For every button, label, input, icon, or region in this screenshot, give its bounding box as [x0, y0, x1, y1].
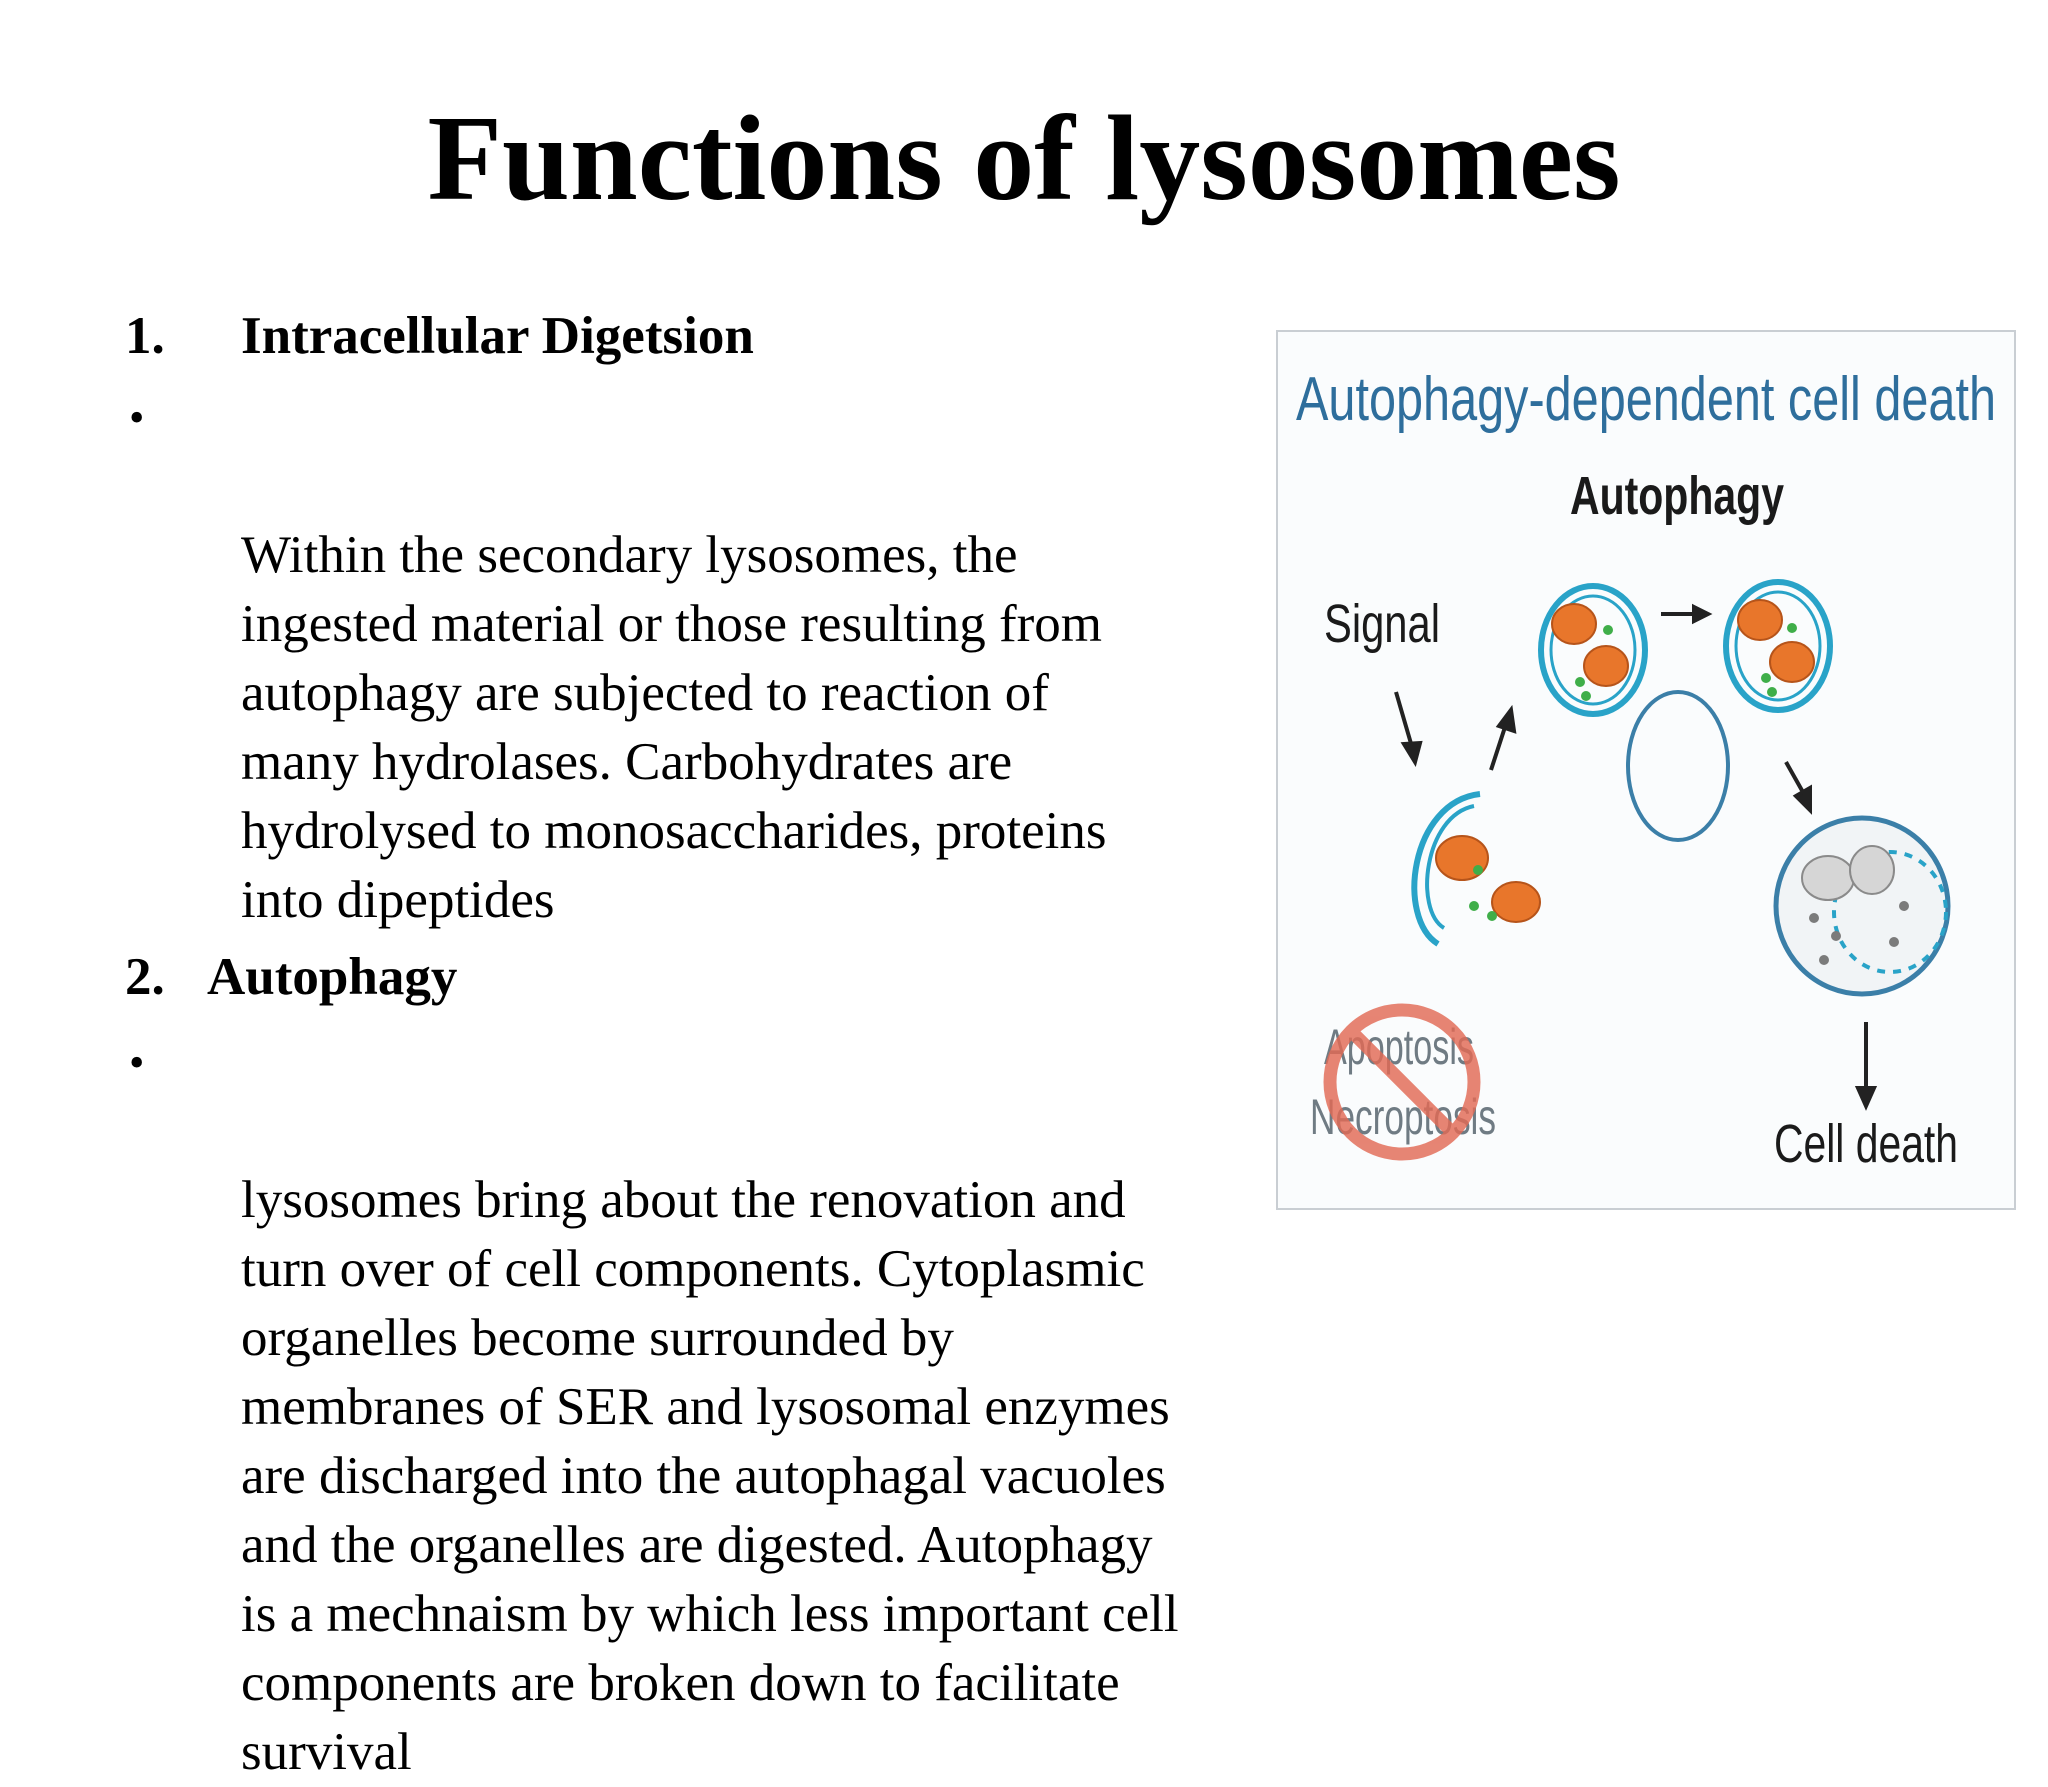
cargo-dot [1761, 673, 1771, 683]
section-1-heading-row: 1. Intracellular Digetsion [125, 302, 1275, 371]
death-progress-arrowhead [1792, 784, 1812, 815]
figure-title: Autophagy-dependent cell death [1296, 365, 1996, 434]
cell-death-arrowhead [1854, 1086, 1878, 1111]
cargo-dot [1603, 625, 1613, 635]
degraded-mitochondrion-icon [1849, 845, 1895, 895]
cargo-dot [1473, 865, 1483, 875]
degrading-nucleus [1832, 850, 1948, 974]
autophagosome-outer-membrane [1538, 583, 1648, 717]
section-2-paragraph: lysosomes bring about the renovation and… [241, 1171, 1179, 1781]
signal-arrowhead [1400, 740, 1423, 768]
cargo-dot [1767, 687, 1777, 697]
cargo-dot [1575, 677, 1585, 687]
signal-arrow [1394, 691, 1414, 748]
cell-death-label: Cell death [1774, 1114, 1958, 1174]
section-2-heading: Autophagy [207, 948, 458, 1006]
section-2-number: 2. [125, 948, 165, 1006]
section-1-paragraph-row: • Within the secondary lysosomes, the in… [125, 383, 1275, 935]
mitochondrion-icon [1737, 599, 1783, 641]
mitochondrion-icon [1491, 881, 1541, 923]
slide-body: 1. Intracellular Digetsion • Within the … [125, 302, 1275, 1787]
phagophore-arrowhead [1495, 704, 1517, 734]
process-arrows [1394, 603, 1878, 1111]
mitochondrion-icon [1583, 645, 1629, 687]
autophagosome-outer-membrane [1723, 579, 1833, 713]
cargo-dot [1469, 901, 1479, 911]
section-1-bullet: • [129, 393, 145, 442]
degraded-mitochondrion-icon [1801, 855, 1855, 901]
section-2-paragraph-row: • lysosomes bring about the renovation a… [125, 1028, 1275, 1787]
slide-title: Functions of lysosomes [427, 91, 1621, 226]
section-1-number: 1. [125, 307, 165, 365]
cargo-dot [1487, 911, 1497, 921]
debris-dot [1889, 937, 1899, 947]
debris-dot [1809, 913, 1819, 923]
signal-label: Signal [1324, 594, 1440, 654]
cargo-dot [1581, 691, 1591, 701]
dying-cell [1773, 815, 1951, 997]
autophagosome-inner-membrane [1549, 594, 1637, 706]
mitochondrion-icon [1551, 603, 1597, 645]
debris-dot [1899, 901, 1909, 911]
autophagosome-inner-membrane [1734, 590, 1822, 702]
cargo-dot [1787, 623, 1797, 633]
section-2-bullet: • [129, 1038, 145, 1087]
prohibited-icon [1323, 1003, 1481, 1161]
mitochondrion-icon [1769, 641, 1815, 683]
debris-dot [1831, 931, 1841, 941]
phagophore-membrane-outer [1411, 791, 1481, 947]
section-2-heading-row: 2. Autophagy [125, 943, 1275, 1012]
autophagy-diagram: Autophagy-dependent cell death Autophagy… [1296, 365, 1996, 1174]
autophagy-figure: Autophagy-dependent cell death Autophagy… [1276, 330, 2016, 1210]
section-1-paragraph: Within the secondary lysosomes, the inge… [241, 526, 1107, 929]
autophagy-label: Autophagy [1570, 466, 1784, 526]
phagophore-membrane-inner [1425, 804, 1475, 930]
death-progress-arrow [1784, 761, 1806, 795]
lysosome-vesicle [1626, 690, 1730, 842]
section-1-heading: Intracellular Digetsion [241, 307, 754, 365]
phagophore-arrow [1489, 723, 1508, 771]
fusion-arrowhead [1692, 603, 1713, 625]
debris-dot [1819, 955, 1829, 965]
